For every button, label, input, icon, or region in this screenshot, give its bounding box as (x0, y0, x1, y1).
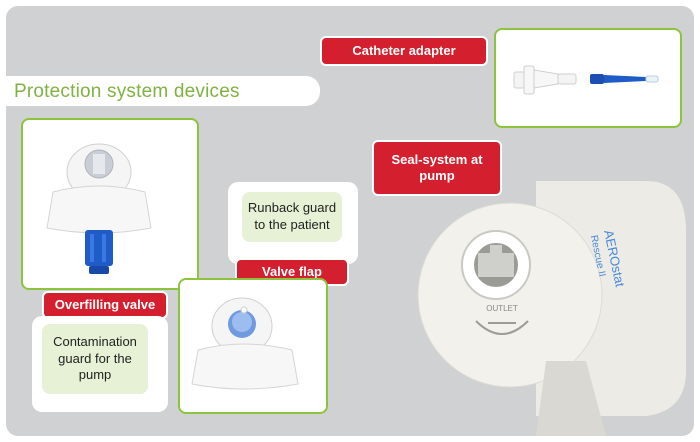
valve-flap-card (178, 278, 328, 414)
catheter-adapter-label: Catheter adapter (320, 36, 488, 66)
overfilling-valve-image (46, 143, 152, 274)
catheter-adapter-card (494, 28, 682, 128)
catheter-adapter-image (513, 65, 659, 95)
gray-panel: Protection system devices Catheter adapt… (6, 6, 694, 436)
valve-flap-image (191, 297, 299, 390)
seal-system-label: Seal-system at pump (372, 140, 502, 196)
outlet-text: OUTLET (486, 304, 518, 313)
title-bar (6, 76, 320, 106)
overfilling-valve-card (21, 118, 199, 290)
contamination-guard-label: Contamination guard for the pump (42, 324, 148, 394)
overfilling-valve-label: Overfilling valve (42, 291, 168, 319)
runback-guard-label: Runback guard to the patient (242, 192, 342, 242)
pump-device-image: OUTLET AEROstat Rescue II (417, 181, 686, 436)
page-title: Protection system devices (14, 81, 240, 102)
